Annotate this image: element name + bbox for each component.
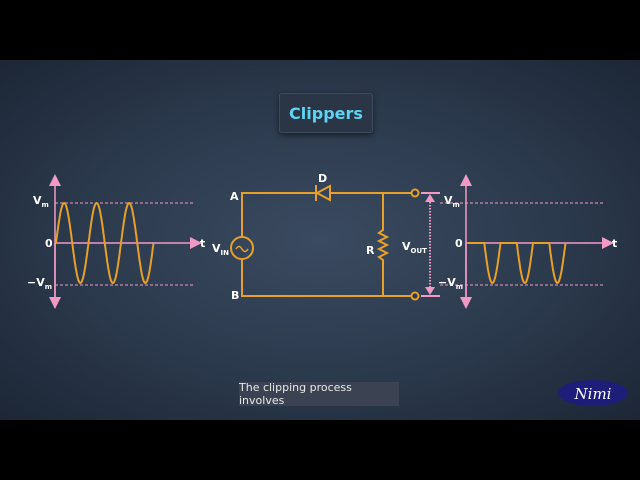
vout-label: VOUT bbox=[402, 240, 427, 255]
output-time-label: t bbox=[612, 237, 617, 250]
input-waveform-graph: Vm 0 −Vm t bbox=[27, 174, 205, 309]
node-b-label: B bbox=[231, 289, 239, 302]
input-vm-label: Vm bbox=[33, 194, 49, 209]
subtitle-caption: The clipping process involves bbox=[239, 381, 399, 407]
output-terminal-top bbox=[410, 188, 420, 198]
input-time-label: t bbox=[200, 237, 205, 250]
output-clipped-wave bbox=[468, 242, 567, 285]
circuit-wires bbox=[241, 192, 412, 297]
clipper-circuit bbox=[230, 184, 420, 301]
nimi-logo: Nimi bbox=[558, 380, 628, 406]
vout-indicator bbox=[421, 192, 440, 297]
output-neg-vm-label: −Vm bbox=[438, 276, 463, 291]
node-a-label: A bbox=[230, 190, 239, 203]
input-zero-label: 0 bbox=[45, 237, 53, 250]
diode-symbol bbox=[314, 184, 331, 202]
resistor-symbol bbox=[376, 193, 390, 296]
output-terminal-bottom bbox=[410, 291, 420, 301]
resistor-label: R bbox=[366, 244, 375, 257]
slide-title: Clippers bbox=[279, 93, 373, 133]
output-zero-label: 0 bbox=[455, 237, 463, 250]
input-neg-vm-label: −Vm bbox=[27, 276, 52, 291]
output-vm-label: Vm bbox=[444, 194, 460, 209]
output-waveform-graph: Vm 0 −Vm t bbox=[438, 174, 617, 309]
input-sine-wave bbox=[55, 201, 155, 285]
diode-label: D bbox=[318, 172, 327, 185]
ac-source-icon bbox=[230, 236, 254, 260]
svg-text:Nimi: Nimi bbox=[574, 385, 612, 403]
vin-label: VIN bbox=[212, 242, 229, 257]
